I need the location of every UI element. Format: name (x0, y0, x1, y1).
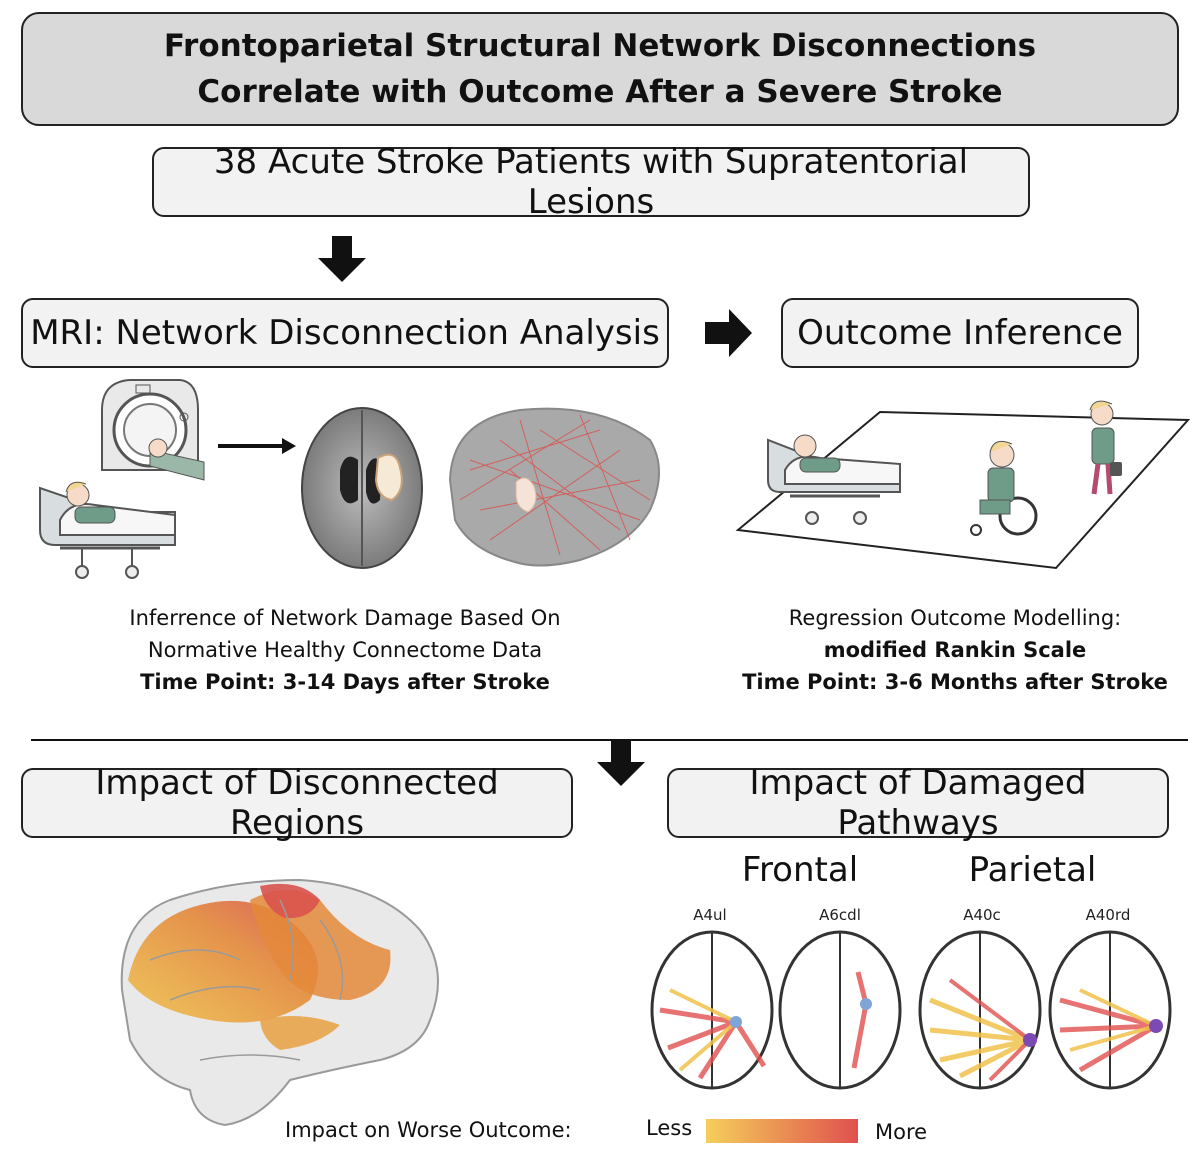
arrow-down-icon (318, 236, 366, 282)
brain-label-a40c: A40c (963, 906, 1001, 924)
arrow-right-icon (218, 438, 296, 454)
pathways-box: Impact of Damaged Pathways (667, 763, 1169, 843)
legend-high: More (875, 1120, 928, 1144)
title-box: Frontoparietal Structural Network Discon… (21, 12, 1179, 126)
mri-caption-line-1: Inferrence of Network Damage Based On (129, 606, 561, 630)
outcome-caption-scale: modified Rankin Scale (823, 638, 1087, 662)
patient-bed-icon (767, 434, 901, 525)
connectome-icon (448, 407, 660, 567)
brain-axial-icon (301, 407, 423, 569)
outcome-platform-icon (735, 410, 1191, 570)
pathways-label: Impact of Damaged Pathways (749, 763, 1087, 843)
pathway-brain-a4ul (650, 930, 774, 1090)
legend-label: Impact on Worse Outcome: (285, 1118, 572, 1142)
brain-label-a40rd: A40rd (1085, 906, 1131, 924)
legend-gradient-bar (706, 1119, 858, 1143)
mri-caption-line-2: Normative Healthy Connectome Data (147, 638, 543, 662)
brain-label-a6cdl: A6cdl (819, 906, 861, 924)
mri-analysis-label: MRI: Network Disconnection Analysis (30, 313, 660, 353)
wheelchair-icon (970, 440, 1038, 536)
brain-label-a4ul: A4ul (693, 906, 727, 924)
cohort-label: 38 Acute Stroke Patients with Supratento… (213, 142, 969, 222)
patient-bed-icon (39, 481, 176, 579)
mri-analysis-box: MRI: Network Disconnection Analysis (21, 298, 669, 368)
mri-caption: Inferrence of Network Damage Based On No… (60, 602, 630, 698)
mri-caption-timepoint: Time Point: 3-14 Days after Stroke (140, 670, 550, 694)
title-line-2: Correlate with Outcome After a Severe St… (197, 74, 1003, 110)
legend-low: Less (646, 1116, 693, 1140)
mri-scanner-icon (101, 379, 205, 481)
pathway-brain-a40rd (1048, 930, 1172, 1090)
regions-box: Impact of Disconnected Regions (21, 763, 573, 843)
cohort-box: 38 Acute Stroke Patients with Supratento… (152, 142, 1030, 222)
outcome-caption-line-1: Regression Outcome Modelling: (788, 606, 1122, 630)
regions-label: Impact of Disconnected Regions (95, 763, 499, 843)
pathway-brain-a6cdl (778, 930, 902, 1090)
title-line-1: Frontoparietal Structural Network Discon… (163, 28, 1037, 64)
lateral-brain-heatmap (120, 878, 439, 1127)
walking-person-icon (1089, 400, 1122, 495)
pathway-brain-a40c (918, 930, 1042, 1090)
arrow-right-icon (705, 309, 752, 357)
outcome-caption-timepoint: Time Point: 3-6 Months after Stroke (742, 670, 1168, 694)
frontal-label: Frontal (741, 850, 859, 890)
parietal-label: Parietal (968, 850, 1097, 890)
arrow-down-icon (597, 740, 645, 786)
outcome-inference-box: Outcome Inference (781, 298, 1139, 368)
outcome-inference-label: Outcome Inference (797, 313, 1123, 353)
outcome-caption: Regression Outcome Modelling: modified R… (720, 602, 1190, 698)
